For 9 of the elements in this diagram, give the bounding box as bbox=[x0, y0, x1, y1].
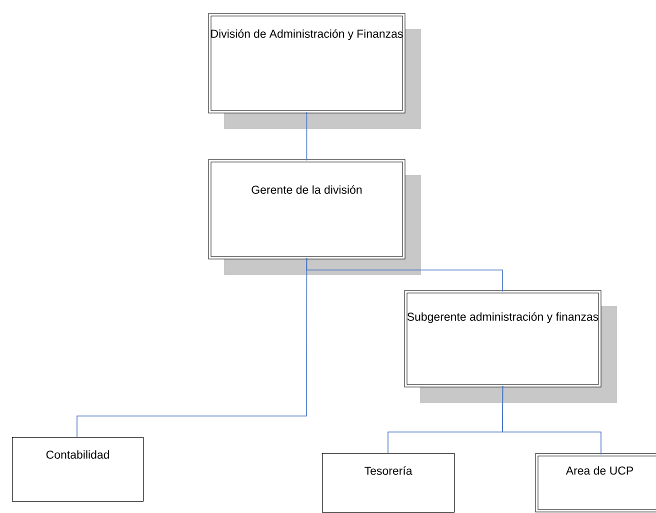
org-box: Area de UCP bbox=[535, 453, 656, 512]
org-box: División de Administración y Finanzas bbox=[208, 13, 421, 129]
org-box: Contabilidad bbox=[12, 436, 144, 502]
org-box: Subgerente administración y finanzas bbox=[404, 290, 617, 403]
connector-line bbox=[76, 258, 308, 438]
connector-line bbox=[502, 386, 602, 455]
connector-line bbox=[306, 112, 308, 161]
org-box: Tesorería bbox=[322, 452, 455, 513]
org-box: Gerente de la división bbox=[208, 159, 421, 275]
